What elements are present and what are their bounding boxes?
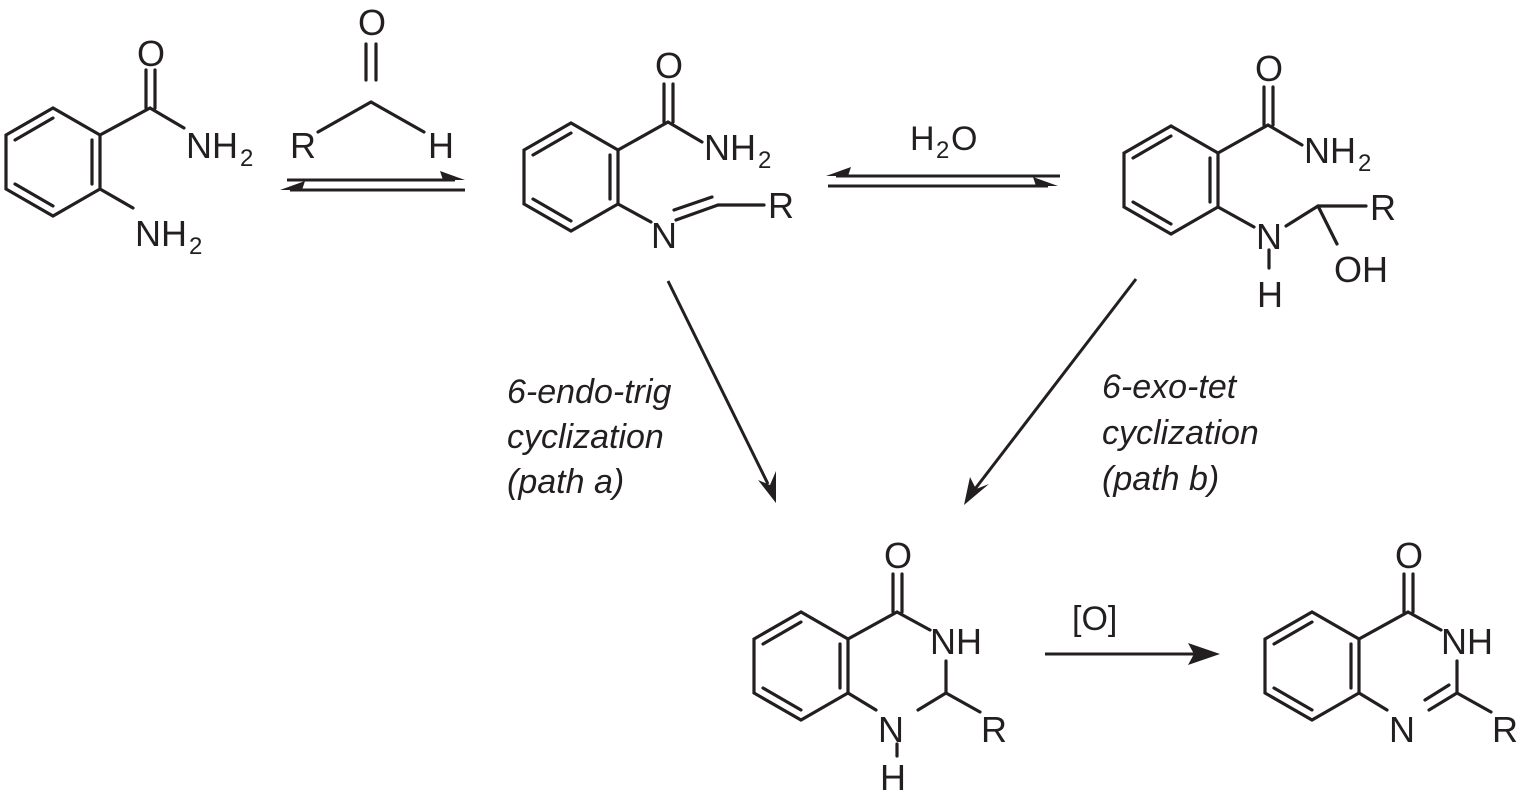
path-a-line2: cyclization [507,418,664,456]
path-a-line3: (path a) [507,463,624,501]
dhq-r-label: R [981,709,1007,750]
dhq-nh-label: NH [930,621,982,662]
aldehyde-o-label: O [358,2,386,43]
amide-subscript: 2 [240,145,253,172]
water-o-label: O [951,120,977,158]
amine-nh-label: NH [135,213,187,254]
water-h-label: H [910,120,935,158]
path-b-line2: cyclization [1102,414,1259,452]
imine-amide-subscript: 2 [758,147,771,174]
dhq-n-label: N [878,709,904,750]
qz-r-label: R [1492,709,1518,750]
imine-carbonyl-o-label: O [655,45,683,86]
imine-n-label: N [651,215,677,256]
equilibrium-arrow-2 [826,167,1060,188]
dhq-h-label: H [880,757,906,798]
path-b-arrow [964,278,1138,505]
amine-subscript: 2 [189,233,202,260]
path-a-line1: 6-endo-trig [507,373,672,411]
hemiaminal-amide-nh-label: NH [1304,130,1356,171]
aldehyde-r-label: R [290,125,316,166]
hemiaminal-oh-label: OH [1334,249,1388,290]
molecule-2-aminobenzamide: O NH 2 NH 2 [4,33,253,260]
dhq-carbonyl-o-label: O [884,535,912,576]
hemiaminal-r-label: R [1370,187,1396,228]
qz-nh-label: NH [1441,621,1493,662]
path-a-arrow [666,280,776,503]
path-b-label: 6-exo-tet cyclization (path b) [1102,368,1259,498]
molecule-hemiaminal: O NH 2 N H R OH [1122,48,1396,315]
oxidant-label: [O] [1072,600,1117,638]
imine-amide-nh-label: NH [704,127,756,168]
equilibrium-arrow-1 [280,171,465,192]
molecule-imine: O NH 2 N R [522,45,794,256]
hemiaminal-n-label: N [1256,216,1282,257]
qz-carbonyl-o-label: O [1395,535,1423,576]
imine-r-label: R [768,185,794,226]
path-a-label: 6-endo-trig cyclization (path a) [507,373,672,501]
hemiaminal-carbonyl-o-label: O [1255,48,1283,89]
path-b-line3: (path b) [1102,460,1219,498]
qz-n-label: N [1389,709,1415,750]
amide-nh-label: NH [186,125,238,166]
carbonyl-o-label: O [137,33,165,74]
water-reagent: H 2 O [910,120,977,164]
hemiaminal-h-label: H [1257,274,1283,315]
oxidation-arrow [1045,643,1220,665]
aldehyde-h-label: H [428,125,454,166]
water-subscript: 2 [936,137,949,164]
molecule-aldehyde: O R H [290,2,454,166]
path-b-line1: 6-exo-tet [1102,368,1238,406]
oxidation-reagent: [O] [1072,600,1117,638]
molecule-dihydroquinazolinone: O NH N H R [752,535,1007,798]
hemiaminal-amide-subscript: 2 [1358,150,1371,177]
molecule-quinazolinone: O NH N R [1263,535,1518,750]
